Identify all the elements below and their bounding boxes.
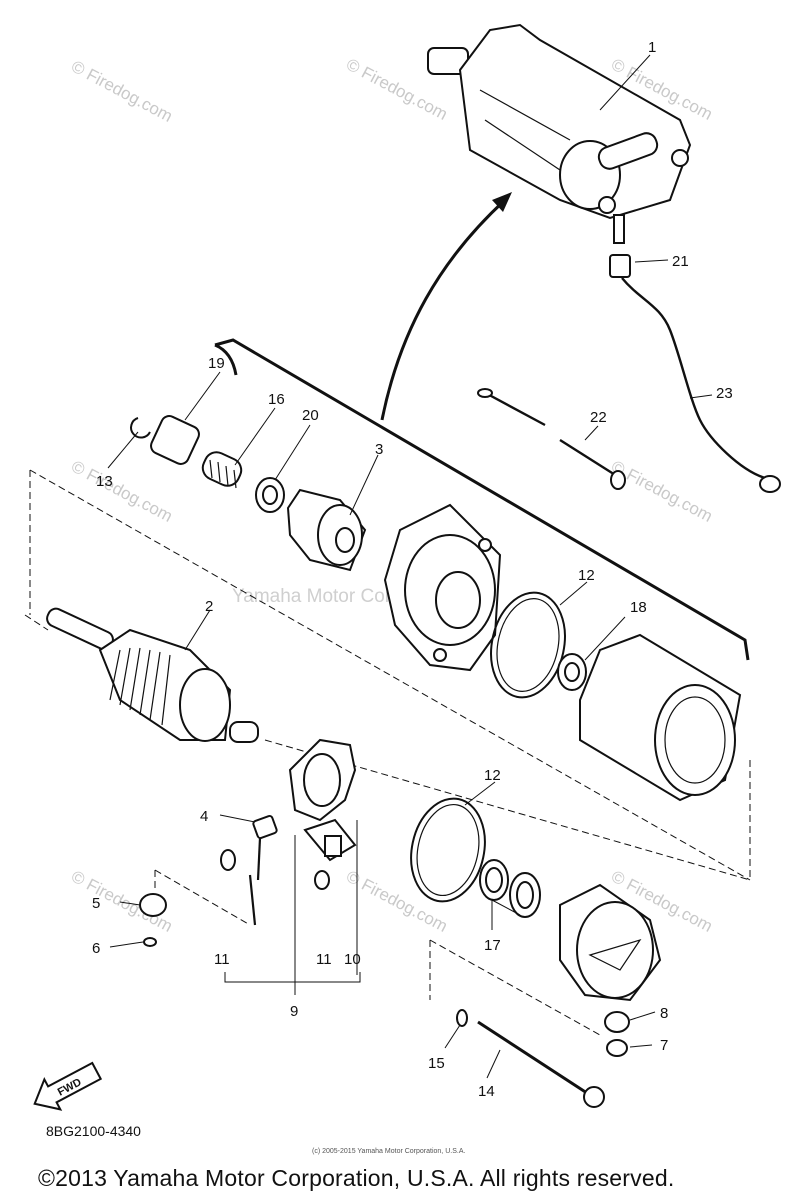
callout-8: 8	[660, 1005, 668, 1022]
watermark-text: © Firedog.com	[608, 457, 716, 526]
callout-12: 12	[484, 767, 501, 784]
callout-22: 22	[590, 409, 607, 426]
group-bracket-line	[214, 338, 750, 661]
washer-6	[143, 937, 157, 947]
callout-21: 21	[672, 253, 689, 270]
callout-15: 15	[428, 1055, 445, 1072]
callout-2: 2	[205, 598, 213, 615]
callout-14: 14	[478, 1083, 495, 1100]
dashed-assembly-lines	[24, 469, 751, 1036]
front-cover	[383, 503, 502, 672]
callout-11: 11	[316, 951, 332, 968]
brush-holder	[220, 738, 357, 926]
callout-16: 16	[268, 391, 285, 408]
callout-3: 3	[375, 441, 383, 458]
callout-5: 5	[92, 895, 100, 912]
grouping-brackets	[224, 820, 361, 995]
callout-13: 13	[96, 473, 113, 490]
leader-lines	[107, 54, 713, 1079]
diagram-part-number: 8BG2100-4340	[46, 1123, 141, 1139]
fwd-arrow-icon: FWD	[33, 1061, 103, 1111]
callout-9: 9	[290, 1003, 298, 1020]
callout-10: 10	[344, 951, 361, 968]
callout-11: 11	[214, 951, 230, 968]
callout-1: 1	[648, 39, 656, 56]
watermark-text: © Firedog.com	[68, 457, 176, 526]
yoke-housing	[579, 633, 742, 802]
callout-7: 7	[660, 1037, 668, 1054]
assembly-arrow	[380, 192, 512, 421]
callout-17: 17	[484, 937, 501, 954]
watermark-text: © Firedog.com	[68, 57, 176, 126]
callout-19: 19	[208, 355, 225, 372]
small-copyright-text: (c) 2005-2015 Yamaha Motor Corporation, …	[312, 1148, 466, 1155]
callout-12: 12	[578, 567, 595, 584]
through-bolt-14	[477, 1020, 605, 1108]
o-ring-12-lower	[410, 797, 486, 903]
callout-23: 23	[716, 385, 733, 402]
washer-15	[456, 1009, 468, 1027]
nut-5	[139, 893, 167, 917]
lead-wire	[609, 254, 781, 493]
watermark-text: © Firedog.com	[343, 867, 451, 936]
callout-6: 6	[92, 940, 100, 957]
group-bracket-line	[214, 343, 238, 376]
armature	[46, 607, 259, 743]
callout-18: 18	[630, 599, 647, 616]
callout-20: 20	[302, 407, 319, 424]
callout-4: 4	[200, 808, 208, 825]
o-ring-12-upper	[490, 591, 566, 699]
callout-labels: 1 2 3 4 5 6 7 8 9 10 11 11 12 12 13 14 1…	[92, 39, 733, 1100]
seals-17	[479, 859, 541, 918]
rear-cover	[559, 883, 662, 1057]
bolts-22	[477, 388, 626, 490]
starter-motor	[427, 23, 692, 244]
clutch-parts	[130, 415, 367, 572]
copyright-footer: ©2013 Yamaha Motor Corporation, U.S.A. A…	[38, 1165, 675, 1191]
